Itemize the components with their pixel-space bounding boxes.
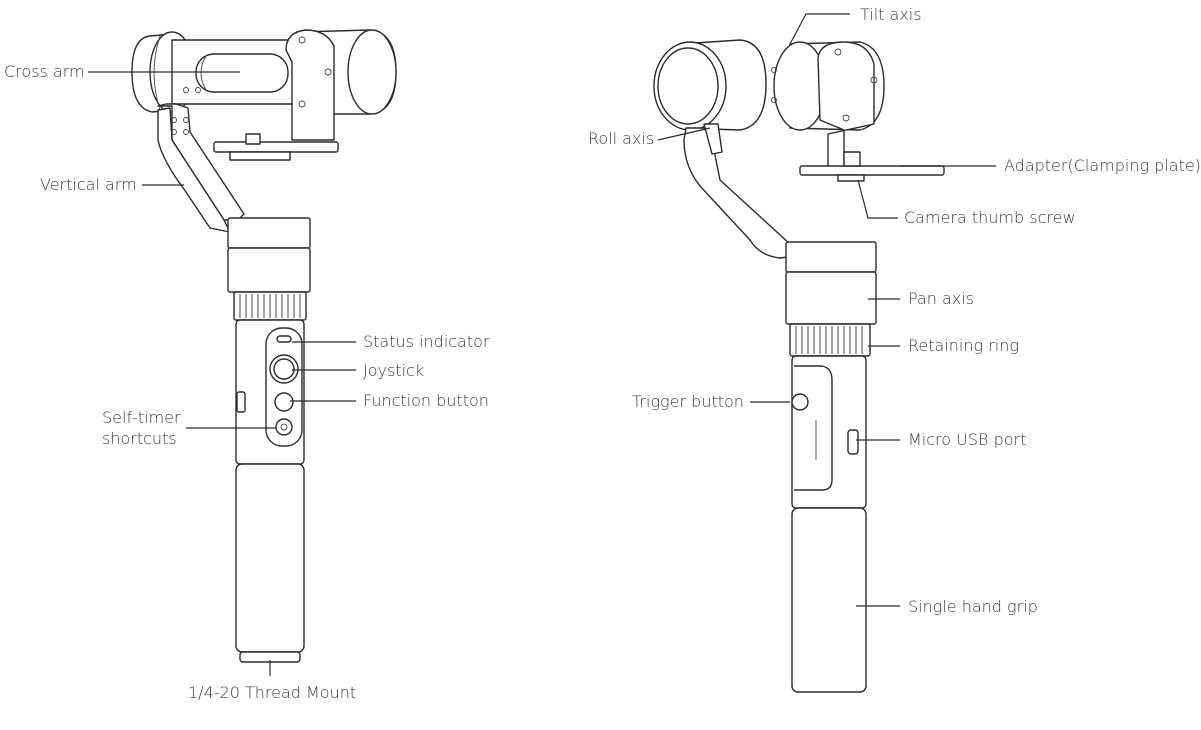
tilt-motor-left (285, 29, 397, 141)
label-trigger-button: Trigger button (632, 392, 744, 411)
status-indicator-shape (276, 335, 292, 343)
pan-motor-left (227, 217, 311, 293)
adapter-plate-right (799, 151, 945, 182)
pan-motor-right (785, 241, 877, 325)
label-micro-usb-port: Micro USB port (908, 430, 1026, 449)
self-timer-button-shape (275, 418, 293, 436)
roll-motor-right (653, 39, 767, 131)
label-camera-thumb-screw: Camera thumb screw (904, 208, 1076, 227)
label-adapter: Adapter(Clamping plate) (1004, 156, 1201, 175)
label-status-indicator: Status indicator (363, 332, 490, 351)
usb-port-shape-right (847, 429, 859, 455)
trigger-button-shape (791, 393, 809, 411)
handle-right (791, 355, 867, 693)
label-cross-arm: Cross arm (4, 62, 85, 81)
label-self-timer-line2: shortcuts (102, 429, 177, 448)
handle-left (235, 319, 305, 663)
function-button-shape (274, 392, 294, 412)
label-single-hand-grip: Single hand grip (908, 597, 1038, 616)
retaining-ring-left (233, 291, 307, 321)
vertical-arm-body (157, 87, 245, 233)
vertical-arm-right (683, 123, 813, 259)
label-pan-axis: Pan axis (908, 289, 974, 308)
gimbal-front-view (88, 29, 397, 676)
label-retaining-ring: Retaining ring (908, 336, 1019, 355)
label-vertical-arm: Vertical arm (40, 175, 137, 194)
gimbal-side-view (653, 13, 996, 693)
label-thread-mount: 1/4-20 Thread Mount (188, 683, 356, 702)
label-tilt-axis: Tilt axis (860, 5, 922, 24)
label-roll-axis: Roll axis (588, 129, 654, 148)
label-function-button: Function button (363, 391, 489, 410)
camera-plate-left (213, 133, 339, 161)
usb-port-shape-left (236, 391, 246, 413)
retaining-ring-right (789, 323, 871, 357)
tilt-motor-right (771, 41, 885, 169)
label-joystick: Joystick (363, 361, 424, 380)
label-self-timer-line1: Self-timer (102, 408, 181, 427)
